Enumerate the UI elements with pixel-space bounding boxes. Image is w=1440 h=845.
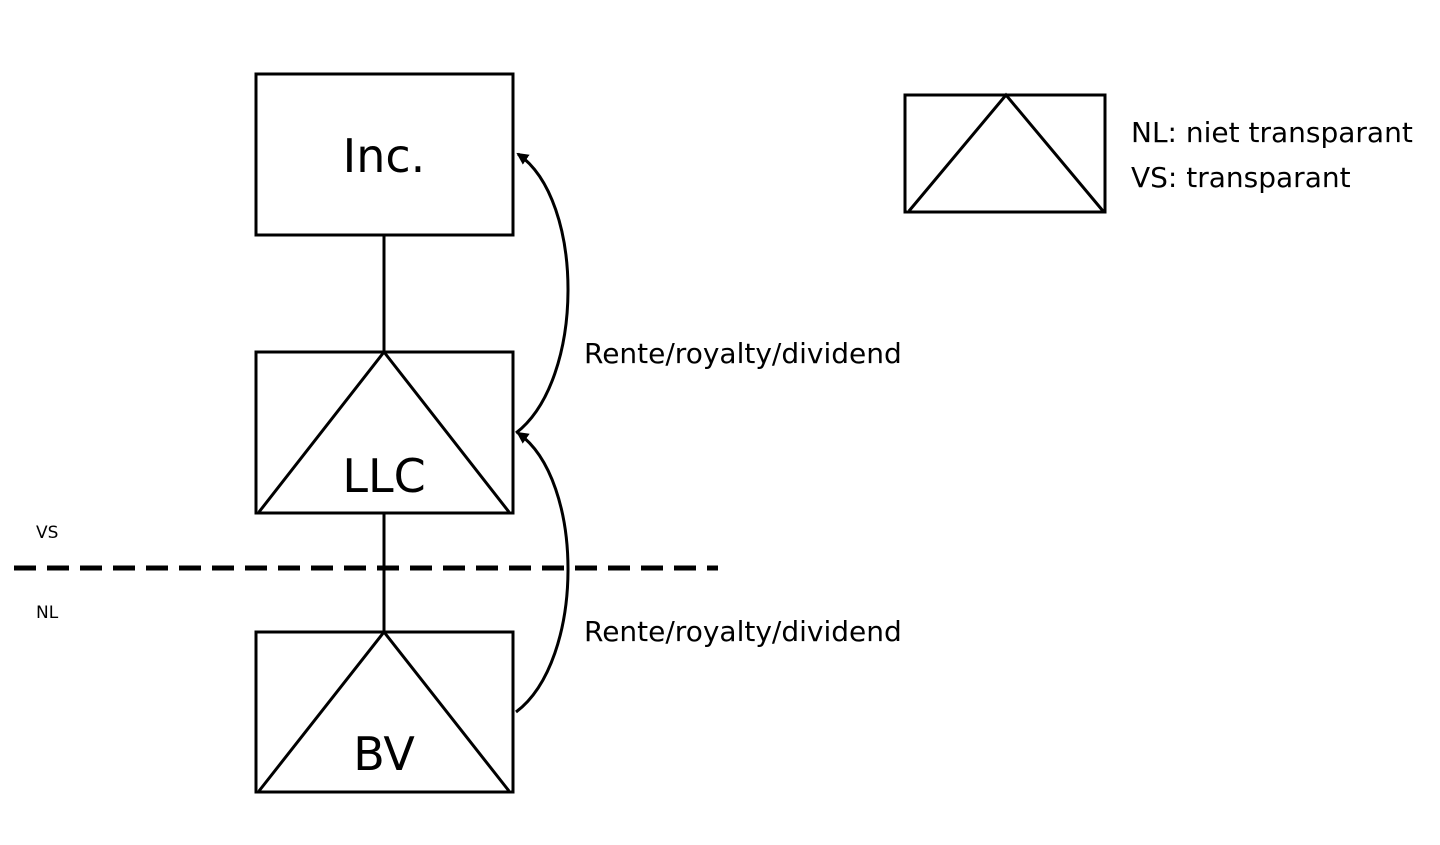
border-lower-label: NL <box>36 603 59 623</box>
flow-label-bottom: Rente/royalty/dividend <box>584 615 902 648</box>
entity-inc-label: Inc. <box>343 129 426 183</box>
border-upper-label: VS <box>36 523 58 543</box>
legend-hybrid-box <box>903 93 1107 214</box>
legend-line-2: VS: transparant <box>1131 161 1351 194</box>
entity-inc-box <box>254 72 515 237</box>
flow-label-top: Rente/royalty/dividend <box>584 337 902 370</box>
entity-bv-triangle <box>257 629 511 792</box>
legend-line-1: NL: niet transparant <box>1131 116 1413 149</box>
legend: NL: niet transparant VS: transparant <box>903 92 1413 214</box>
entity-bv-box <box>254 630 515 794</box>
entity-bv: BV <box>254 629 515 794</box>
entity-llc-label: LLC <box>342 449 425 503</box>
entity-llc-triangle <box>257 349 511 513</box>
entity-llc: LLC <box>254 349 515 515</box>
flow-arrow-llc-to-inc <box>515 152 570 435</box>
entity-bv-label: BV <box>353 727 415 781</box>
flow-arrow-bv-to-llc <box>515 431 570 714</box>
entity-inc: Inc. <box>254 72 515 237</box>
legend-hybrid-triangle <box>907 92 1105 212</box>
